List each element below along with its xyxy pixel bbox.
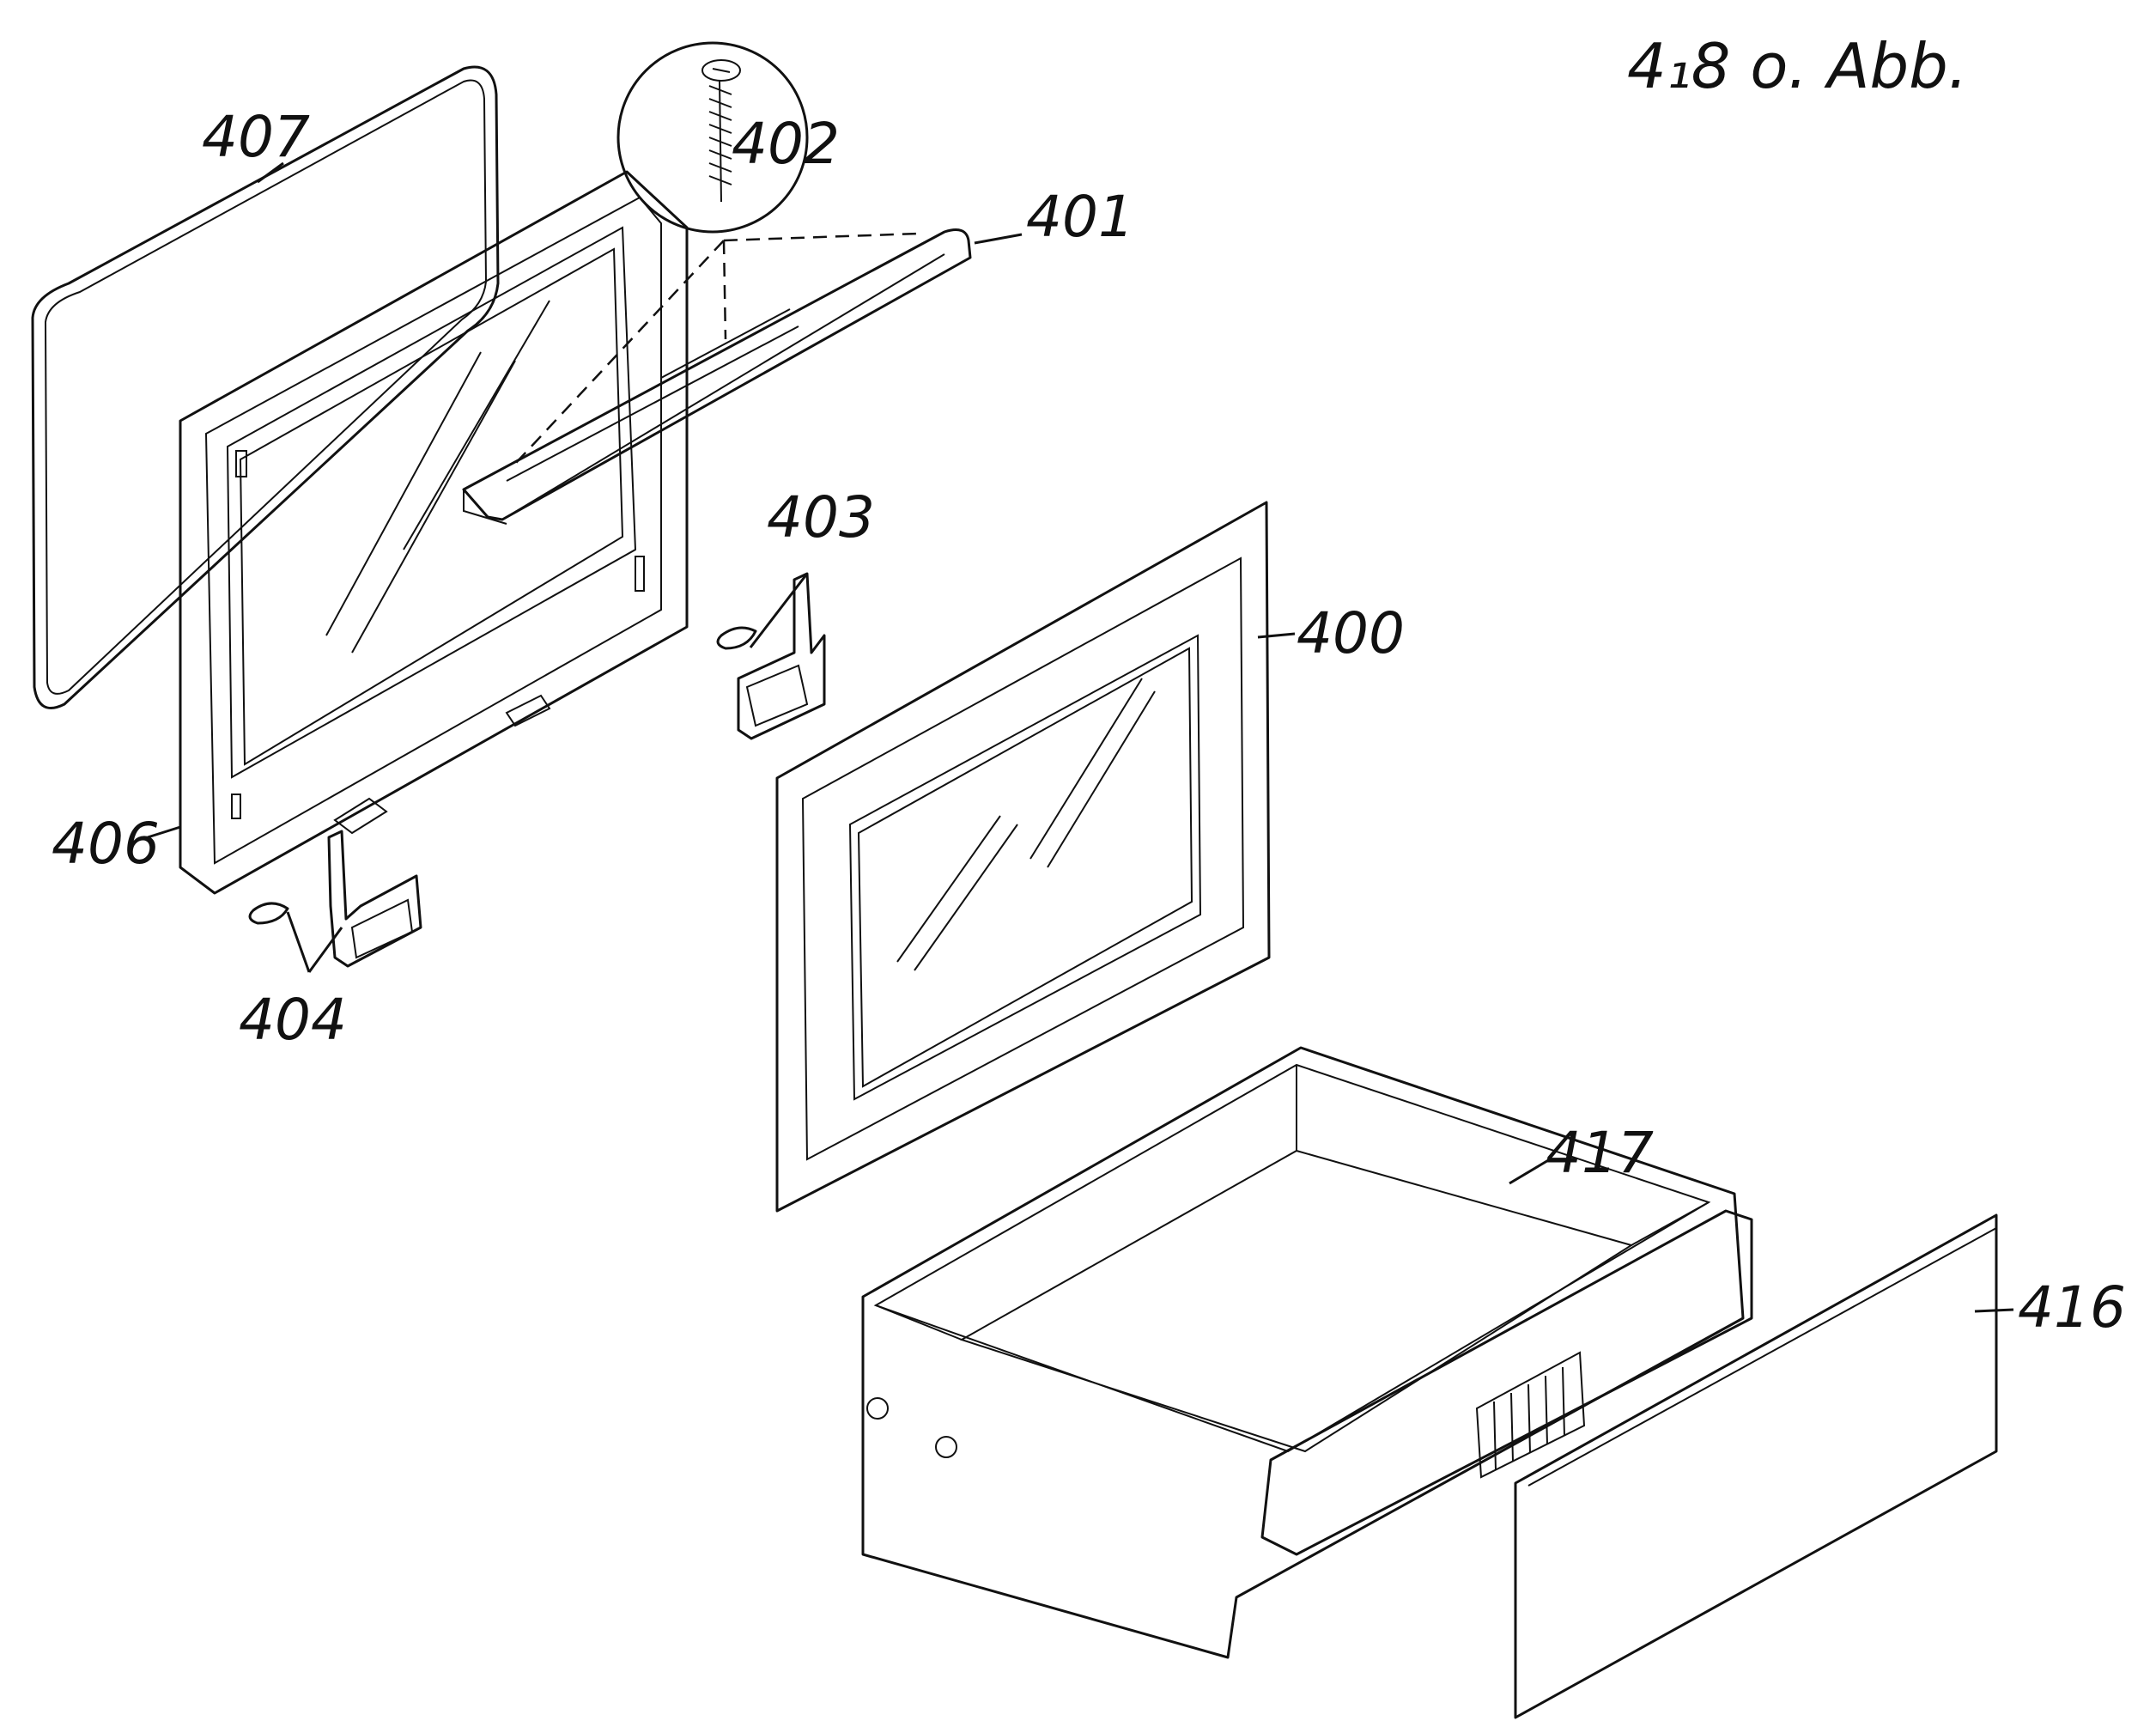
screw-locator-lines <box>514 232 920 465</box>
callout-406: 406 <box>52 811 160 877</box>
handle-bar-401 <box>462 228 972 525</box>
callout-402: 402 <box>732 111 840 177</box>
outer-door-panel-400 <box>775 501 1271 1213</box>
drawer-front-panel-416 <box>1514 1213 1998 1719</box>
inner-door-frame-406 <box>179 170 689 895</box>
callout-417: 417 <box>1546 1120 1654 1186</box>
callout-leader-lines <box>147 161 2014 1313</box>
callout-401: 401 <box>1026 184 1134 250</box>
screw-detail-402 <box>616 41 809 234</box>
header-note: 4₁8 o. Abb. <box>1627 30 1968 102</box>
callout-407: 407 <box>202 104 310 170</box>
callout-416: 416 <box>2018 1274 2126 1341</box>
callout-400: 400 <box>1297 600 1405 666</box>
right-hinge-403 <box>716 572 826 740</box>
left-hinge-404 <box>248 830 422 968</box>
drawer-417 <box>861 1046 1753 1659</box>
callout-404: 404 <box>239 987 347 1053</box>
callout-403: 403 <box>767 484 875 550</box>
